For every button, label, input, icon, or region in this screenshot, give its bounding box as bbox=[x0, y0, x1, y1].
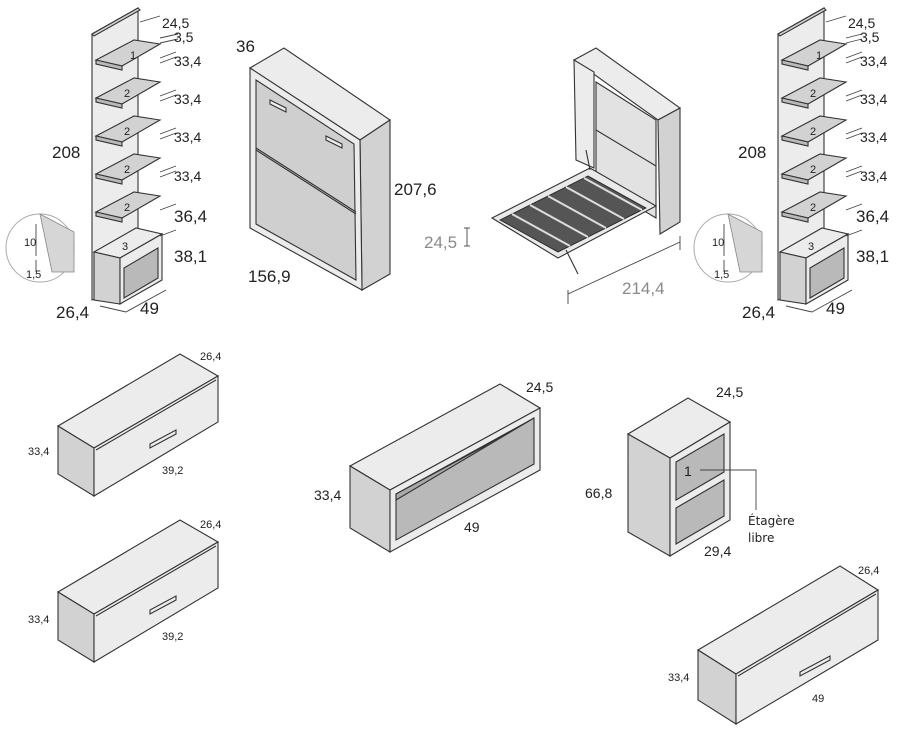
dim-shelf-height: 33,4 bbox=[174, 129, 201, 145]
dim-total-height: 208 bbox=[738, 143, 766, 162]
dim-shelf-height: 33,4 bbox=[860, 53, 887, 69]
dim-depth: 26,4 bbox=[56, 303, 89, 322]
shelf-number: 2 bbox=[124, 88, 130, 100]
dim-width: 49 bbox=[464, 519, 480, 535]
detail-dim-b: 1,5 bbox=[26, 269, 41, 281]
dim-top-depth: 24,5 bbox=[162, 15, 189, 31]
dim-top-depth: 24,5 bbox=[848, 15, 875, 31]
dim-width: 39,2 bbox=[162, 465, 183, 477]
shelf-number: 1 bbox=[684, 463, 692, 479]
dim-height: 66,8 bbox=[585, 485, 612, 501]
dim-height: 33,4 bbox=[28, 446, 49, 458]
dim-width: 49 bbox=[140, 299, 159, 318]
column-left bbox=[5, 7, 179, 313]
shelf-number: 3 bbox=[808, 241, 814, 253]
tall-shelf bbox=[626, 397, 757, 557]
shelf-number: 2 bbox=[810, 164, 816, 176]
dim-top-thickness: 3,5 bbox=[860, 29, 880, 45]
dim-depth: 26,4 bbox=[200, 351, 221, 363]
shelf-number: 2 bbox=[124, 164, 130, 176]
shelf-number: 2 bbox=[810, 202, 816, 214]
dim-depth: 26,4 bbox=[742, 303, 775, 322]
wall-unit-wide bbox=[696, 565, 880, 725]
dim-box-height: 38,1 bbox=[856, 247, 889, 266]
dim-top-thickness: 3,5 bbox=[174, 29, 194, 45]
dim-shelf-height: 33,4 bbox=[174, 91, 201, 107]
dim-depth: 24,5 bbox=[716, 384, 743, 400]
dim-shelf-height: 33,4 bbox=[860, 168, 887, 184]
dim-shelf-height: 33,4 bbox=[174, 168, 201, 184]
dim-shelf-height: 33,4 bbox=[860, 91, 887, 107]
dim-lower-shelf: 36,4 bbox=[856, 207, 889, 226]
dim-bed-depth: 36 bbox=[236, 37, 255, 56]
dim-open-length: 214,4 bbox=[622, 279, 665, 298]
shelf-number: 1 bbox=[130, 50, 136, 62]
shelf-note-line2: libre bbox=[748, 531, 774, 545]
dim-height: 33,4 bbox=[314, 487, 341, 503]
shelf-number: 2 bbox=[124, 126, 130, 138]
dim-height: 33,4 bbox=[28, 614, 49, 626]
dim-height: 33,4 bbox=[668, 672, 689, 684]
detail-dim-a: 10 bbox=[24, 237, 36, 249]
open-shelf bbox=[348, 383, 542, 553]
dim-lower-shelf: 36,4 bbox=[174, 207, 207, 226]
dim-depth: 26,4 bbox=[200, 519, 221, 531]
wall-unit-2 bbox=[56, 519, 220, 663]
dim-width: 49 bbox=[812, 693, 824, 705]
dim-width: 29,4 bbox=[704, 543, 731, 559]
column-right bbox=[693, 7, 863, 313]
shelf-note-line1: Étagère bbox=[748, 513, 795, 528]
detail-dim-a: 10 bbox=[712, 237, 724, 249]
shelf-number: 3 bbox=[122, 241, 128, 253]
shelf-number: 2 bbox=[124, 202, 130, 214]
wall-unit-1 bbox=[56, 353, 220, 497]
dim-leg-height: 24,5 bbox=[424, 233, 457, 252]
shelf-number: 2 bbox=[810, 126, 816, 138]
dim-depth: 26,4 bbox=[858, 565, 879, 577]
dim-width: 49 bbox=[826, 299, 845, 318]
dim-depth: 24,5 bbox=[526, 379, 553, 395]
dim-shelf-height: 33,4 bbox=[174, 53, 201, 69]
dim-width: 39,2 bbox=[162, 631, 183, 643]
shelf-number: 2 bbox=[810, 88, 816, 100]
shelf-number: 1 bbox=[816, 50, 822, 62]
detail-dim-b: 1,5 bbox=[714, 269, 729, 281]
dim-bed-height: 207,6 bbox=[394, 180, 437, 199]
dim-total-height: 208 bbox=[52, 143, 80, 162]
bed-open bbox=[464, 47, 682, 304]
dim-shelf-height: 33,4 bbox=[860, 129, 887, 145]
dim-bed-width: 156,9 bbox=[248, 267, 291, 286]
dim-box-height: 38,1 bbox=[174, 247, 207, 266]
bed-closed bbox=[248, 47, 391, 291]
